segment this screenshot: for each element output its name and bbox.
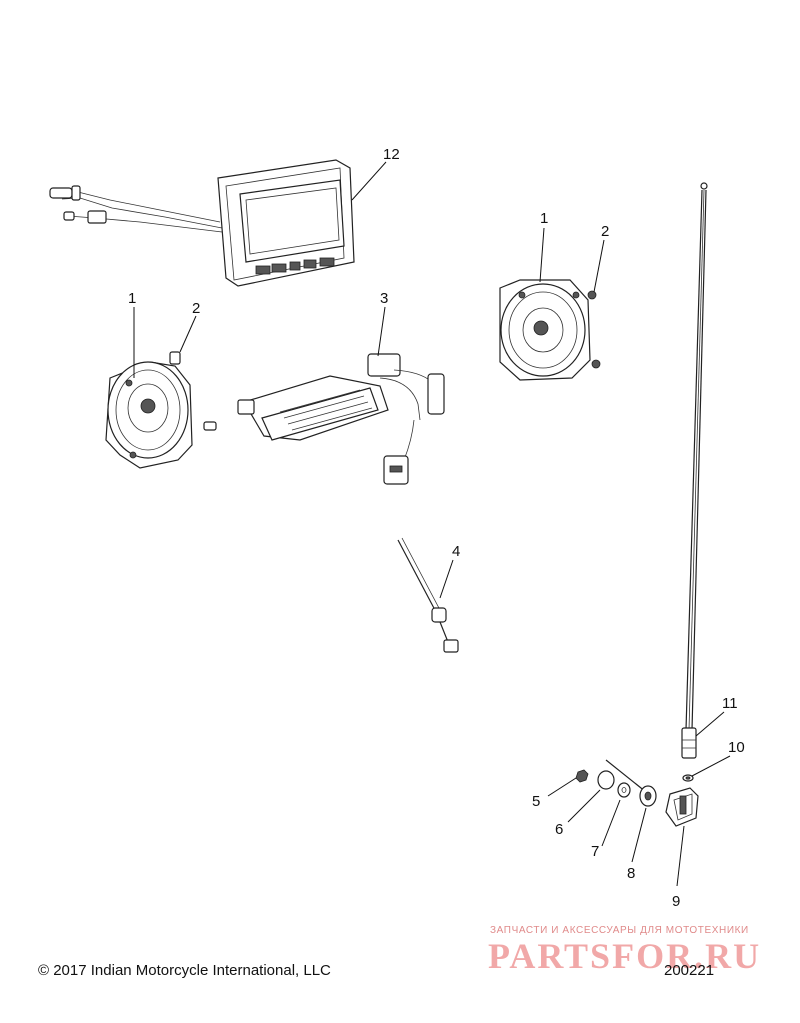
speaker-left (105, 361, 193, 469)
amplifier (237, 353, 445, 485)
screw-right (587, 290, 601, 369)
callout-11: 11 (722, 695, 738, 712)
display-unit (49, 159, 355, 287)
washer-small (617, 782, 631, 798)
copyright-text: © 2017 Indian Motorcycle International, … (38, 962, 331, 979)
callout-9: 9 (672, 893, 680, 910)
screw-left (169, 351, 217, 431)
callout-2-right: 2 (601, 223, 609, 240)
bolt (605, 759, 657, 807)
watermark: ЗАПЧАСТИ И АКСЕССУАРЫ ДЛЯ МОТОТЕХНИКИ PA… (488, 925, 788, 976)
display-buttons (255, 257, 335, 275)
washer-large (597, 770, 615, 790)
callout-1-right: 1 (540, 210, 548, 227)
watermark-tagline: ЗАПЧАСТИ И АКСЕССУАРЫ ДЛЯ МОТОТЕХНИКИ (490, 925, 749, 936)
speaker-right (499, 279, 591, 381)
callout-7: 7 (591, 843, 599, 860)
callout-labels: 12 1 2 3 1 2 4 11 10 5 6 7 8 9 (128, 146, 745, 910)
callout-5: 5 (532, 793, 540, 810)
callout-4: 4 (452, 543, 460, 560)
antenna-nut (682, 774, 694, 782)
antenna-base (665, 787, 699, 827)
callout-3: 3 (380, 290, 388, 307)
callout-1-left: 1 (128, 290, 136, 307)
antenna-mast (681, 182, 708, 759)
callout-10: 10 (728, 739, 745, 756)
cable-clip (397, 537, 459, 653)
callout-2-left: 2 (192, 300, 200, 317)
leader-lines (133, 161, 731, 887)
nut (575, 769, 589, 783)
watermark-logo: PARTSFOR.RU (488, 936, 762, 976)
callout-12: 12 (383, 146, 400, 163)
callout-8: 8 (627, 865, 635, 882)
callout-6: 6 (555, 821, 563, 838)
diagram-number: 200221 (664, 962, 715, 979)
